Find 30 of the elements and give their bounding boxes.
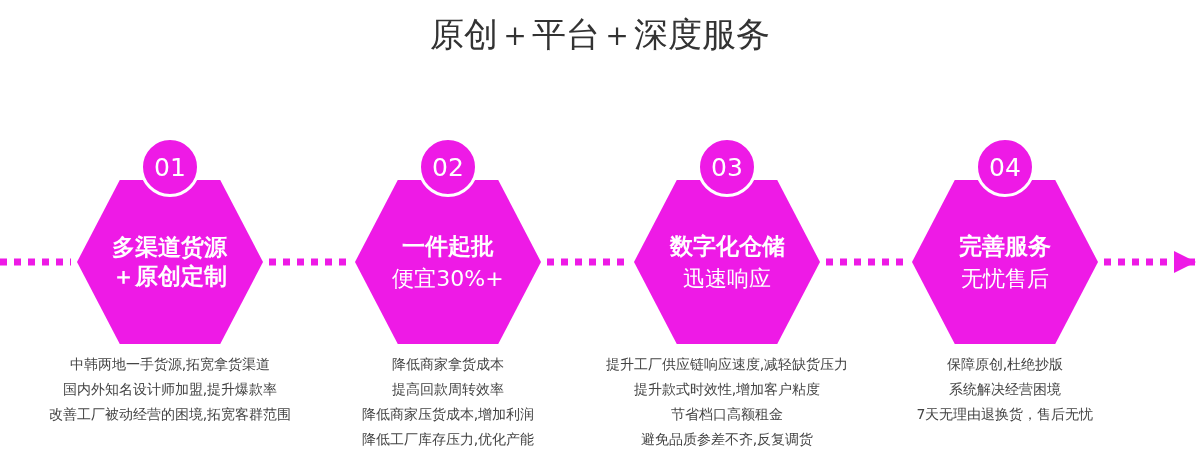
step-heading: 数字化仓储	[669, 231, 785, 261]
step-number: 01	[154, 152, 186, 182]
hexagon-step	[634, 180, 820, 344]
description-line: 保障原创,杜绝抄版	[946, 355, 1064, 374]
step-subheading: 迅速响应	[683, 264, 771, 293]
hexagon-step	[77, 180, 263, 344]
title: 原创＋平台＋深度服务	[430, 13, 770, 56]
step-subheading: 无忧售后	[961, 264, 1049, 293]
description-line: 7天无理由退换货，售后无忧	[916, 405, 1094, 424]
step-heading: 完善服务	[959, 231, 1051, 261]
step-subheading: 便宜30%+	[392, 264, 504, 293]
step-heading: 多渠道货源＋原创定制	[111, 233, 229, 291]
description-line: 节省档口高额租金	[671, 405, 783, 424]
description-line: 降低商家压货成本,增加利润	[361, 405, 535, 424]
description-line: 降低工厂库存压力,优化产能	[361, 430, 535, 449]
description-line: 系统解决经营困境	[949, 380, 1061, 399]
step-number: 03	[711, 152, 743, 182]
step-number: 02	[432, 152, 464, 182]
step-number: 04	[989, 152, 1021, 182]
hexagon-step	[355, 180, 541, 344]
description-line: 降低商家拿货成本	[392, 355, 504, 374]
description-line: 国内外知名设计师加盟,提升爆款率	[62, 380, 278, 399]
description-line: 提升工厂供应链响应速度,减轻缺货压力	[605, 355, 849, 374]
hexagon-step	[912, 180, 1098, 344]
step-heading: 一件起批	[402, 231, 494, 261]
description-line: 避免品质参差不齐,反复调货	[640, 430, 814, 449]
description-line: 中韩两地一手货源,拓宽拿货渠道	[69, 355, 271, 374]
description-line: 提高回款周转效率	[392, 380, 504, 399]
description-line: 改善工厂被动经营的困境,拓宽客群范围	[48, 405, 292, 424]
description-line: 提升款式时效性,增加客户粘度	[633, 380, 821, 399]
